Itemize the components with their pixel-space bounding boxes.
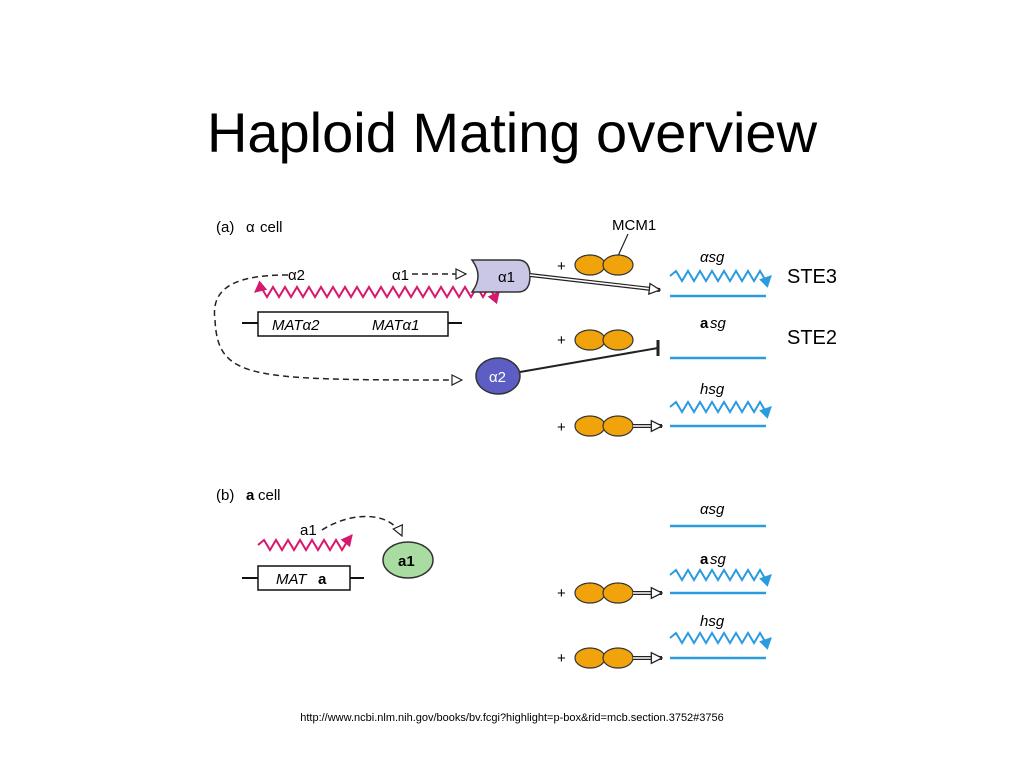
ste2-label: STE2 — [787, 327, 838, 349]
mcm1-label: MCM1 — [612, 217, 656, 234]
alpha-transcripts-arrow — [254, 280, 500, 305]
panel-b-cell-letter: a — [246, 487, 255, 504]
panel-a: (a) α cell MCM1 α2 α1 MATα2 MATα1 α1 α2 … — [213, 217, 772, 437]
panel-b-cell-word: cell — [258, 487, 281, 504]
a1-protein-label: a1 — [398, 553, 415, 570]
panel-b: (b) a cell a1 MAT a a1 αsg a sg + hsg + — [216, 487, 772, 669]
mcm1-dimer-right-b2 — [602, 647, 634, 669]
mcm1-dimer-right-row1 — [602, 254, 634, 276]
alpha2-protein — [475, 357, 521, 395]
mcm1-pointer — [617, 233, 629, 257]
mat-alpha-locus-box — [257, 311, 449, 337]
plus-sign-row1: + — [557, 258, 566, 275]
panel-a-cell-word: cell — [260, 219, 283, 236]
mcm1-dimer-left-row2 — [574, 329, 606, 351]
mcm1-dimer-left-row1 — [574, 254, 606, 276]
panel-a-label: (a) — [216, 219, 234, 236]
gene-alpha2-label: α2 — [288, 267, 305, 284]
alpha2-repression-line — [519, 347, 659, 373]
mcm1-dimer-left-b2 — [574, 647, 606, 669]
ste3-label: STE3 — [787, 266, 838, 288]
mat-a-label: MAT — [276, 571, 308, 588]
hsg-label-a: hsg — [700, 381, 725, 398]
alpha1-protein-label: α1 — [498, 269, 515, 286]
hsg-transcript-a — [669, 400, 772, 419]
mcm1-dimer-left-row3 — [574, 415, 606, 437]
alpha1-protein — [470, 259, 531, 293]
mat-alpha1-label: MATα1 — [372, 317, 419, 334]
plus-sign-row3: + — [557, 419, 566, 436]
plus-sign-b1: + — [557, 585, 566, 602]
mcm1-dimer-left-b1 — [574, 582, 606, 604]
mcm1-dimer-right-b1 — [602, 582, 634, 604]
alpha-sg-label-b: αsg — [700, 501, 725, 518]
hsg-label-b: hsg — [700, 613, 725, 630]
a-sg-rest-b: sg — [710, 551, 727, 568]
source-url[interactable]: http://www.ncbi.nlm.nih.gov/books/bv.fcg… — [300, 712, 724, 724]
mat-a-bold: a — [318, 571, 327, 588]
mat-a-locus-box — [257, 565, 351, 591]
alpha-sg-transcript-a — [669, 269, 772, 288]
alpha2-protein-label: α2 — [489, 369, 506, 386]
gene-alpha1-label: α1 — [392, 267, 409, 284]
a1-transcript-arrow — [257, 534, 353, 552]
hsg-transcript-b — [669, 631, 772, 650]
alpha1-activation-arrow — [529, 274, 660, 290]
alpha2-to-protein-arrow — [213, 274, 462, 380]
mat-alpha2-label: MATα2 — [272, 317, 320, 334]
a1-to-protein-arrow — [321, 515, 402, 536]
a1-protein — [382, 541, 434, 579]
a-sg-bold-b: a — [700, 551, 709, 568]
alpha-sg-label-a: αsg — [700, 249, 725, 266]
slide-title: Haploid Mating overview — [206, 101, 818, 164]
a-sg-transcript-b — [669, 568, 772, 587]
panel-b-label: (b) — [216, 487, 234, 504]
mating-diagram: (a) α cell MCM1 α2 α1 MATα2 MATα1 α1 α2 … — [213, 217, 772, 669]
mcm1-dimer-right-row3 — [602, 415, 634, 437]
gene-a1-label: a1 — [300, 522, 317, 539]
a-sg-bold-a: a — [700, 315, 709, 332]
mcm1-dimer-right-row2 — [602, 329, 634, 351]
a-sg-rest-a: sg — [710, 315, 727, 332]
plus-sign-row2: + — [557, 332, 566, 349]
panel-a-cell-letter: α — [246, 219, 255, 236]
plus-sign-b2: + — [557, 650, 566, 667]
